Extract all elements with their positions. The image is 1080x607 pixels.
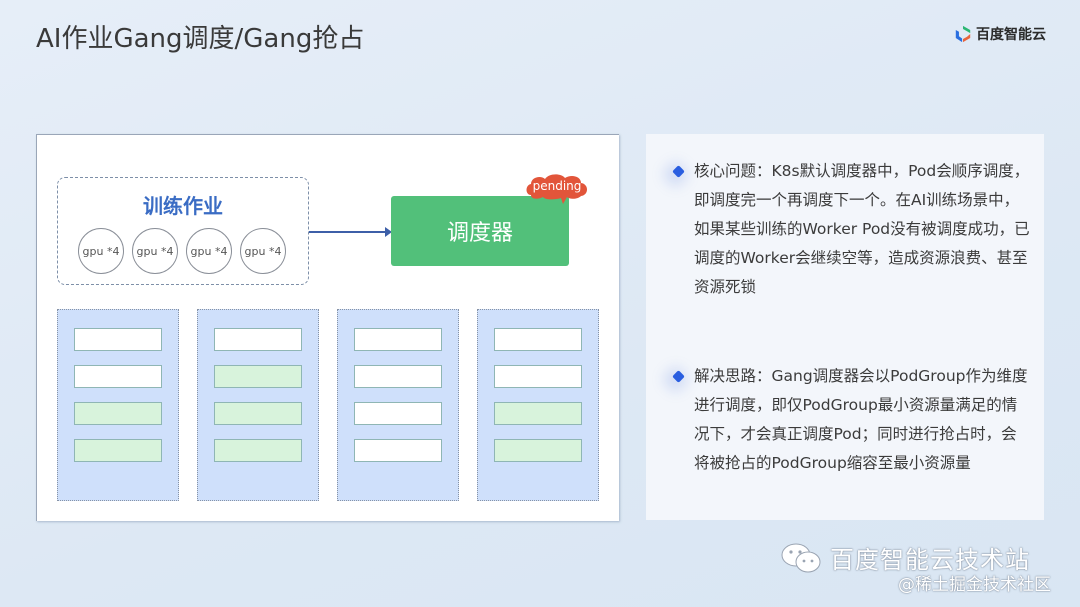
explanation-panel: 核心问题：K8s默认调度器中，Pod会顺序调度，即调度完一个再调度下一个。在AI… bbox=[646, 134, 1044, 520]
wechat-icon bbox=[781, 543, 821, 572]
node-1 bbox=[57, 309, 179, 501]
training-job-title: 训练作业 bbox=[143, 194, 223, 218]
bullet-text: 核心问题：K8s默认调度器中，Pod会顺序调度，即调度完一个再调度下一个。在AI… bbox=[694, 162, 1030, 296]
scheduler-label: 调度器 bbox=[446, 221, 513, 246]
arrow-line bbox=[309, 231, 389, 233]
brand-name: 百度智能云 bbox=[976, 27, 1046, 43]
pending-badge: pending bbox=[523, 173, 591, 204]
resource-slot-used bbox=[214, 439, 302, 462]
gang-scheduling-diagram: 训练作业 gpu *4 gpu *4 gpu *4 gpu *4 调度器 pen… bbox=[36, 134, 619, 521]
resource-slot-free bbox=[74, 365, 162, 388]
resource-slot-free bbox=[354, 439, 442, 462]
bullet-text: 解决思路：Gang调度器会以PodGroup作为维度进行调度，即仅PodGrou… bbox=[694, 367, 1028, 472]
cloud-bubble-icon bbox=[526, 174, 587, 204]
watermark-main: 百度智能云技术站 bbox=[830, 546, 1030, 574]
node-2 bbox=[197, 309, 319, 501]
resource-slot-free bbox=[354, 402, 442, 425]
baidu-cloud-logo-icon bbox=[955, 25, 971, 43]
resource-slot-used bbox=[214, 365, 302, 388]
resource-slot-free bbox=[214, 328, 302, 351]
bullet-core-problem: 核心问题：K8s默认调度器中，Pod会顺序调度，即调度完一个再调度下一个。在AI… bbox=[670, 157, 1030, 302]
resource-slot-free bbox=[74, 328, 162, 351]
page-title: AI作业Gang调度/Gang抢占 bbox=[36, 24, 365, 54]
resource-slot-free bbox=[494, 365, 582, 388]
watermark-sub: @稀土掘金技术社区 bbox=[898, 575, 1051, 595]
gpu-pod: gpu *4 bbox=[186, 228, 232, 274]
resource-slot-free bbox=[354, 365, 442, 388]
gpu-pod: gpu *4 bbox=[78, 228, 124, 274]
watermark: 百度智能云技术站 @稀土掘金技术社区 bbox=[780, 540, 1051, 595]
resource-slot-free bbox=[354, 328, 442, 351]
gpu-pod: gpu *4 bbox=[132, 228, 178, 274]
gpu-pod: gpu *4 bbox=[240, 228, 286, 274]
resource-slot-used bbox=[494, 402, 582, 425]
resource-slot-used bbox=[494, 439, 582, 462]
node-list bbox=[57, 309, 599, 501]
pending-label: pending bbox=[532, 179, 582, 193]
resource-slot-used bbox=[214, 402, 302, 425]
node-3 bbox=[337, 309, 459, 501]
node-4 bbox=[477, 309, 599, 501]
resource-slot-used bbox=[74, 439, 162, 462]
resource-slot-used bbox=[74, 402, 162, 425]
training-job-group: 训练作业 gpu *4 gpu *4 gpu *4 gpu *4 bbox=[57, 177, 309, 285]
bullet-solution: 解决思路：Gang调度器会以PodGroup作为维度进行调度，即仅PodGrou… bbox=[670, 362, 1030, 478]
arrow-right-icon bbox=[385, 227, 392, 237]
brand-logo-block: 百度智能云 bbox=[954, 24, 1046, 44]
resource-slot-free bbox=[494, 328, 582, 351]
scheduler-box: 调度器 bbox=[391, 196, 569, 266]
